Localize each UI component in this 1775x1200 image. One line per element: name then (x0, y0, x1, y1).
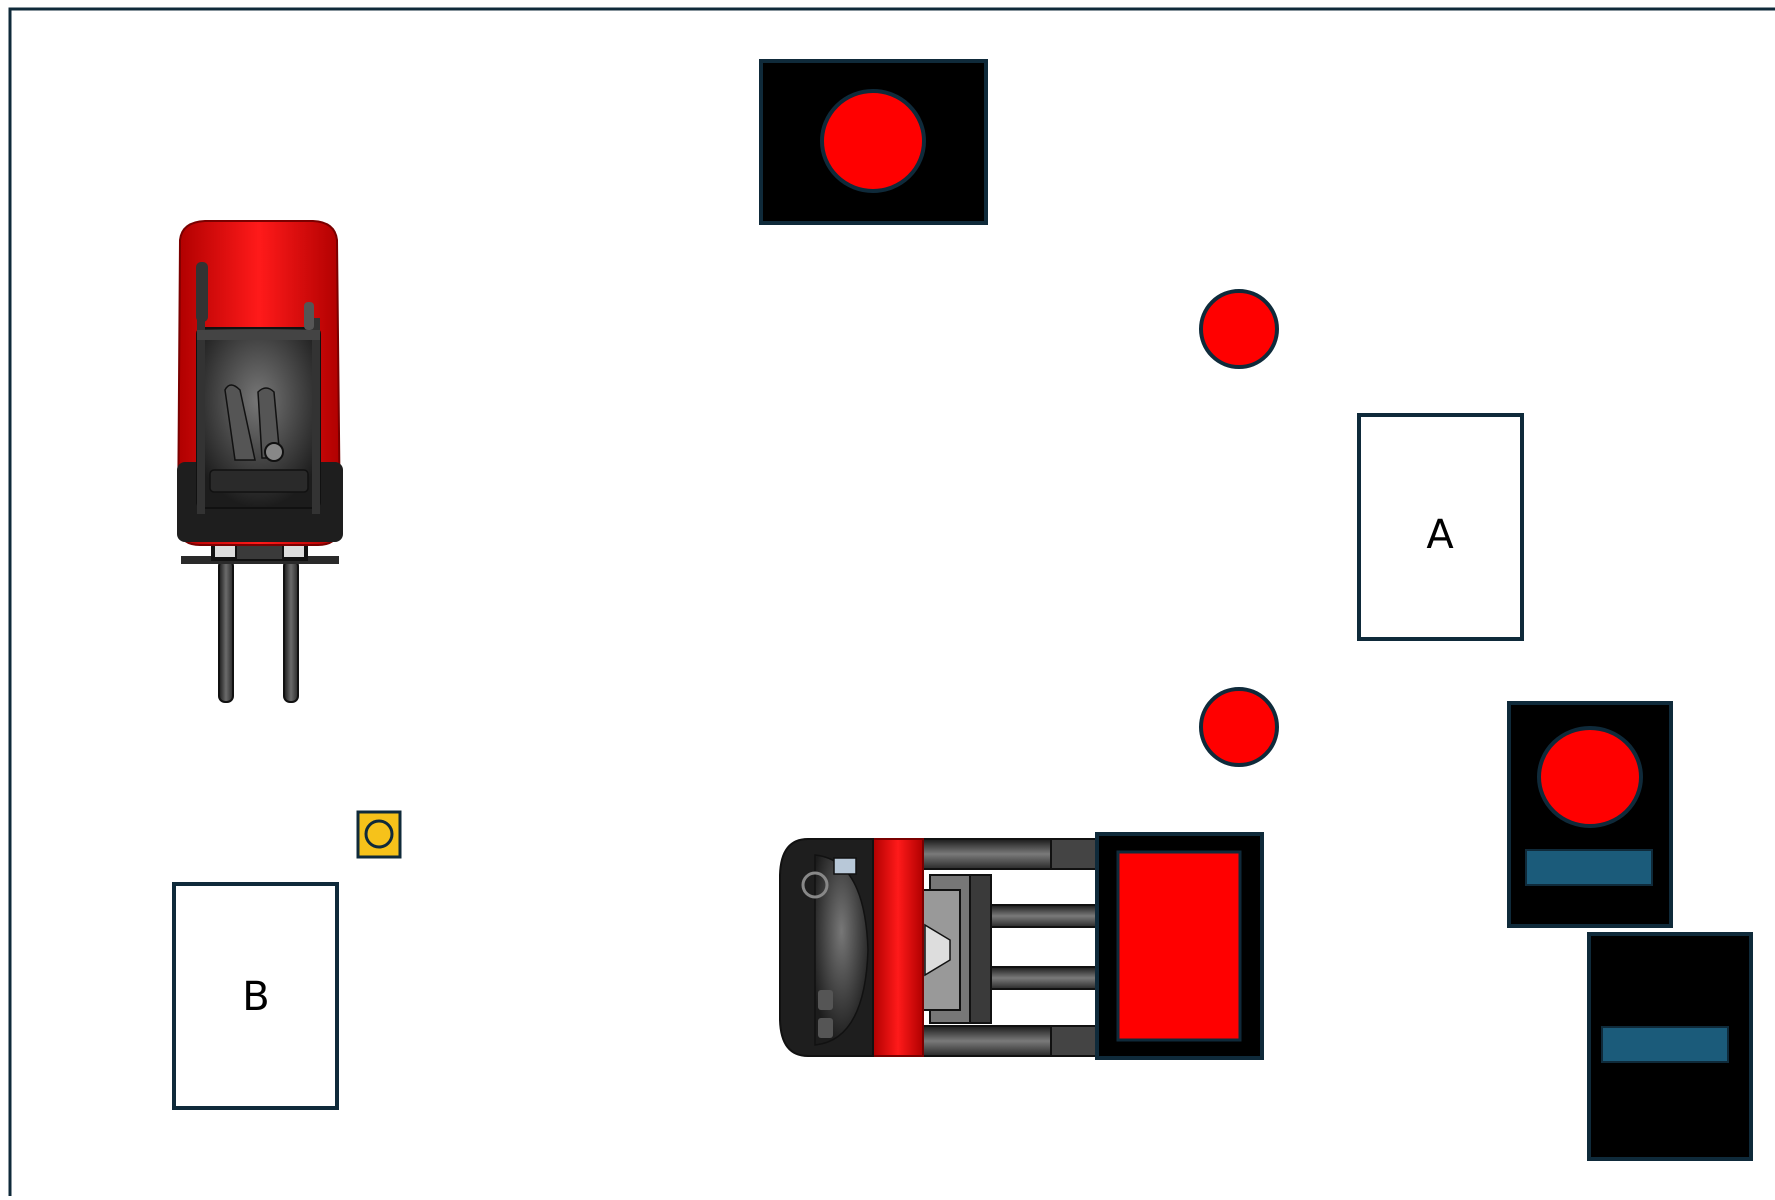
fork-right (284, 560, 298, 702)
pallet-right-upper[interactable] (1509, 703, 1671, 926)
zone-a-label: A (1426, 512, 1454, 558)
fork-upper (923, 839, 1051, 869)
pallet-right-upper-bar (1526, 850, 1652, 885)
floor-marker[interactable] (358, 812, 400, 857)
pallet-right-upper-load (1539, 728, 1641, 826)
fork-lower (923, 1026, 1051, 1056)
fork-left (219, 560, 233, 702)
pallet-top[interactable] (761, 61, 986, 223)
pallet-top-load (822, 91, 924, 191)
forklift-bottom[interactable] (780, 834, 1262, 1058)
zone-a[interactable]: A (1359, 415, 1522, 639)
forklift-top-left[interactable] (177, 221, 343, 702)
obstacle-circle-lower[interactable] (1201, 689, 1277, 765)
zone-b-label: B (242, 974, 269, 1020)
zone-b[interactable]: B (174, 884, 337, 1108)
pallet-right-lower[interactable] (1589, 934, 1751, 1159)
obstacle-circle-upper[interactable] (1201, 291, 1277, 367)
forklift-load (1118, 852, 1240, 1040)
pallet-right-lower-bar (1602, 1027, 1728, 1062)
